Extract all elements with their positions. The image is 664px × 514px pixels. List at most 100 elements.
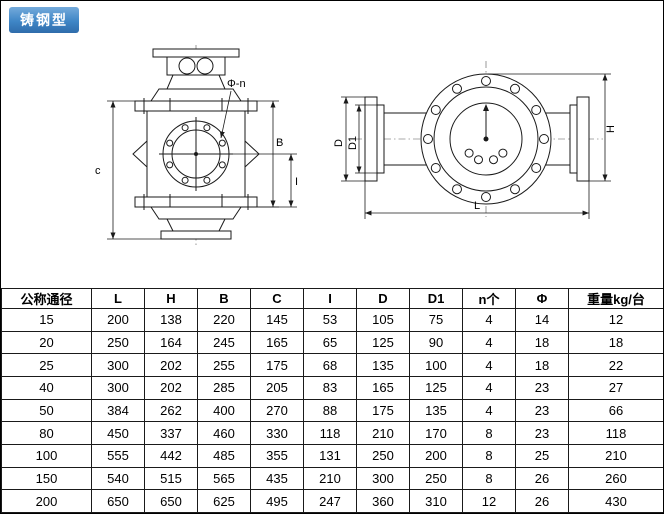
- type-badge: 铸钢型: [9, 7, 79, 33]
- table-cell: 250: [91, 330, 145, 355]
- table-cell: 100: [409, 353, 463, 377]
- left-flange: [364, 96, 385, 182]
- table-cell: 540: [91, 466, 145, 491]
- table-cell: 250: [409, 466, 463, 491]
- table-cell: 25: [515, 443, 569, 468]
- table-cell: 442: [144, 443, 198, 468]
- table-cell: 300: [91, 353, 145, 377]
- table-cell: 83: [303, 375, 357, 400]
- table-cell: 65: [303, 330, 357, 355]
- table-cell: 245: [197, 330, 251, 355]
- table-cell: 650: [91, 489, 145, 513]
- table-cell: 435: [250, 466, 304, 491]
- table-cell: 18: [568, 330, 663, 355]
- center-dot: [194, 152, 198, 156]
- table-cell: 138: [144, 308, 198, 332]
- table-cell: 27: [568, 375, 663, 400]
- table-cell: 22: [568, 353, 663, 377]
- table-cell: 23: [515, 375, 569, 400]
- table-cell: 625: [197, 489, 251, 513]
- table-header-cell: D1: [409, 288, 463, 309]
- table-cell: 88: [303, 398, 357, 423]
- gauge-face: [449, 102, 523, 176]
- table-cell: 40: [1, 375, 92, 400]
- table-cell: 255: [197, 353, 251, 377]
- dimension-L: L: [364, 181, 590, 219]
- table-cell: 131: [303, 443, 357, 468]
- table-cell: 565: [197, 466, 251, 491]
- table-cell: 23: [515, 421, 569, 445]
- table-cell: 80: [1, 421, 92, 445]
- table-cell: 260: [568, 466, 663, 491]
- table-cell: 250: [356, 443, 410, 468]
- table-cell: 210: [356, 421, 410, 445]
- table-cell: 26: [515, 466, 569, 491]
- gauge-needle-tip: [483, 104, 489, 111]
- dim-label-L: L: [474, 200, 480, 212]
- dimension-D1: D1: [347, 104, 377, 174]
- table-header-cell: Φ: [515, 288, 569, 309]
- table-cell: 150: [1, 466, 92, 491]
- table-cell: 205: [250, 375, 304, 400]
- table-cell: 175: [250, 353, 304, 377]
- table-cell: 210: [568, 443, 663, 468]
- table-cell: 100: [1, 443, 92, 468]
- table-cell: 270: [250, 398, 304, 423]
- table-cell: 400: [197, 398, 251, 423]
- table-cell: 145: [250, 308, 304, 332]
- table-cell: 460: [197, 421, 251, 445]
- dimension-D: D: [333, 96, 365, 182]
- table-header-cell: I: [303, 288, 357, 309]
- table-cell: 202: [144, 375, 198, 400]
- table-cell: 8: [462, 443, 516, 468]
- dim-label-phi-n: Φ-n: [227, 78, 246, 90]
- table-cell: 4: [462, 375, 516, 400]
- table-cell: 170: [409, 421, 463, 445]
- table-cell: 515: [144, 466, 198, 491]
- gauge-center-dot: [483, 136, 489, 142]
- table-cell: 337: [144, 421, 198, 445]
- dim-label-c: c: [95, 165, 101, 177]
- table-cell: 8: [462, 466, 516, 491]
- table-cell: 135: [409, 398, 463, 423]
- table-cell: 118: [303, 421, 357, 445]
- dim-label-H: H: [605, 125, 617, 133]
- table-cell: 200: [91, 308, 145, 332]
- table-header-cell: H: [144, 288, 198, 309]
- table-cell: 200: [409, 443, 463, 468]
- table-cell: 355: [250, 443, 304, 468]
- dimension-c: c: [95, 100, 161, 240]
- dim-label-D: D: [333, 139, 345, 147]
- table-cell: 18: [515, 353, 569, 377]
- table-cell: 135: [356, 353, 410, 377]
- table-cell: 118: [568, 421, 663, 445]
- table-header-cell: C: [250, 288, 304, 309]
- table-cell: 68: [303, 353, 357, 377]
- table-cell: 12: [568, 308, 663, 332]
- front-view-drawing: c B I Φ-n: [95, 45, 298, 247]
- dim-label-D1: D1: [347, 136, 359, 150]
- table-cell: 66: [568, 398, 663, 423]
- table-cell: 450: [91, 421, 145, 445]
- dimension-phi-n: Φ-n: [219, 78, 246, 139]
- table-header-cell: n个: [462, 288, 516, 309]
- dimension-H: H: [488, 73, 617, 182]
- dim-label-I: I: [295, 176, 298, 188]
- right-flange: [569, 96, 590, 182]
- table-cell: 8: [462, 421, 516, 445]
- table-cell: 330: [250, 421, 304, 445]
- table-cell: 4: [462, 398, 516, 423]
- table-header-cell: 重量kg/台: [568, 288, 663, 309]
- table-cell: 175: [356, 398, 410, 423]
- dim-label-B: B: [276, 137, 283, 149]
- table-cell: 247: [303, 489, 357, 513]
- table-cell: 165: [356, 375, 410, 400]
